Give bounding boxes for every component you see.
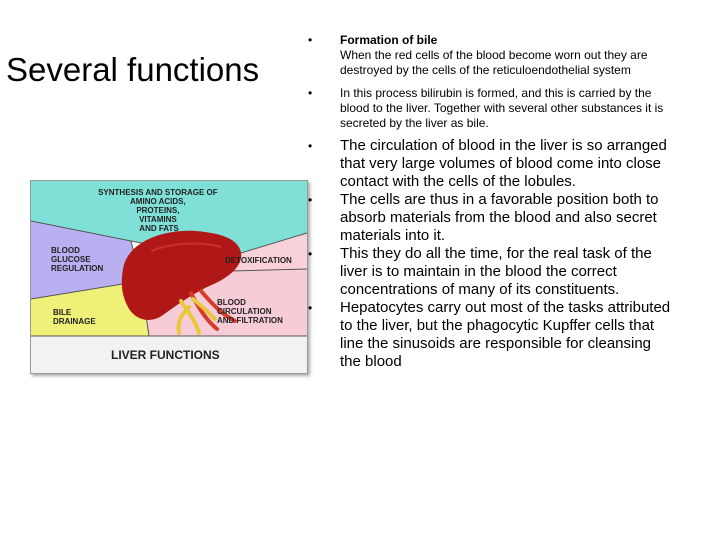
liver-functions-diagram: SYNTHESIS AND STORAGE OF AMINO ACIDS, PR… xyxy=(31,181,307,373)
bullet-glyph: • xyxy=(308,193,313,207)
liver-functions-figure: SYNTHESIS AND STORAGE OF AMINO ACIDS, PR… xyxy=(30,180,308,374)
glucose-region xyxy=(31,221,141,299)
bullet-glyph: • xyxy=(308,86,313,100)
bullet-glyph: • xyxy=(308,247,313,261)
bullet-item: • In this process bilirubin is formed, a… xyxy=(306,86,676,131)
bullet-text: The cells are thus in a favorable positi… xyxy=(340,191,659,244)
synthesis-label: AMINO ACIDS, xyxy=(130,197,186,206)
slide-title: Several functions xyxy=(6,51,260,88)
bullet-text: In this process bilirubin is formed, and… xyxy=(340,86,664,130)
synthesis-label: PROTEINS, xyxy=(136,206,179,215)
detox-region xyxy=(221,233,307,271)
synthesis-label: VITAMINS xyxy=(139,215,177,224)
glucose-label: BLOOD xyxy=(51,246,80,255)
blood-vessel xyxy=(189,289,237,331)
glucose-label: REGULATION xyxy=(51,264,104,273)
synthesis-label: SYNTHESIS AND STORAGE OF xyxy=(98,188,218,197)
bullet-item: • The circulation of blood in the liver … xyxy=(306,137,676,191)
bullet-text: When the red cells of the blood become w… xyxy=(340,48,648,77)
glucose-label: GLUCOSE xyxy=(51,255,91,264)
bullet-item: • This they do all the time, for the rea… xyxy=(306,245,676,299)
bullet-glyph: • xyxy=(308,33,313,47)
synthesis-label: AND FATS xyxy=(139,224,179,233)
svg-text:SYNTHESIS AND STORAGE OF: SYNTHESIS AND STORAGE OF AMINO ACIDS, PR… xyxy=(98,188,220,233)
bullet-list: • Formation of bile When the red cells o… xyxy=(306,30,676,371)
bullet-glyph: • xyxy=(308,139,313,153)
circulation-label: AND FILTRATION xyxy=(217,316,283,325)
synthesis-region xyxy=(31,181,307,259)
bullet-text: Hepatocytes carry out most of the tasks … xyxy=(340,299,671,370)
bullet-item: • The cells are thus in a favorable posi… xyxy=(306,191,676,245)
bile-duct xyxy=(176,297,217,335)
detox-label: DETOXIFICATION xyxy=(225,256,292,265)
figure-caption: LIVER FUNCTIONS xyxy=(111,348,220,362)
bullet-text: This they do all the time, for the real … xyxy=(340,245,652,298)
svg-text:BILE DRAINAGE: BILE DRAINAGE xyxy=(53,308,96,326)
bile-label: DRAINAGE xyxy=(53,317,96,326)
bile-region xyxy=(31,281,149,336)
bullet-glyph: • xyxy=(308,301,313,315)
circulation-label: BLOOD xyxy=(217,298,246,307)
bullet-item: • Hepatocytes carry out most of the task… xyxy=(306,299,676,371)
circulation-label: CIRCULATION xyxy=(217,307,272,316)
liver-shape xyxy=(121,230,242,320)
svg-text:BLOOD GLUCOSE REGU: BLOOD GLUCOSE REGULATION xyxy=(51,246,104,273)
bile-label: BILE xyxy=(53,308,72,317)
svg-text:BLOOD CIRCULATION: BLOOD CIRCULATION AND FILTRATION xyxy=(217,298,283,325)
bullet-item: • Formation of bile When the red cells o… xyxy=(306,33,676,78)
bullet-text: The circulation of blood in the liver is… xyxy=(340,137,667,190)
bullet-heading: Formation of bile xyxy=(340,33,438,47)
